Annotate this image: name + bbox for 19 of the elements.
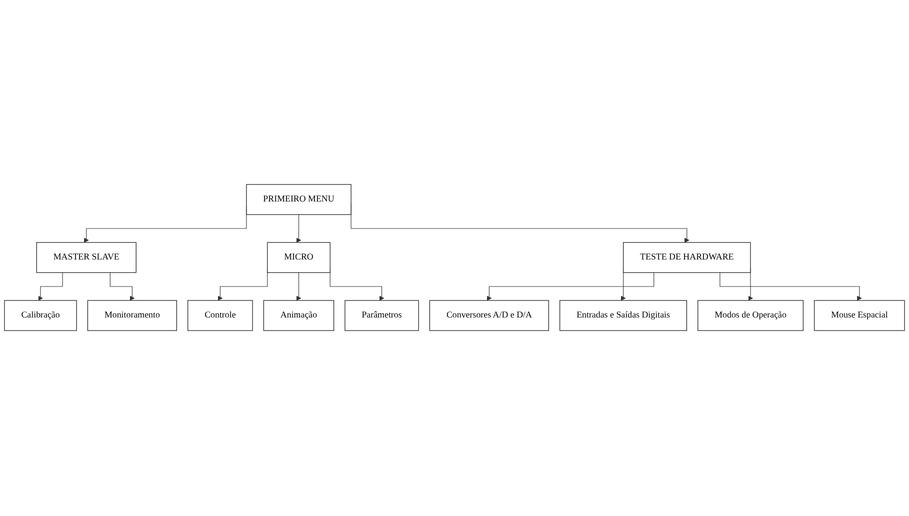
arrow [296,214,302,244]
node-box: Controle [188,300,253,332]
node-box: MASTER SLAVE [36,242,136,274]
node-box: Animação [263,300,334,332]
node-box: Calibração [4,300,77,332]
node-box: Modos de Operação [698,300,804,332]
node-box: MICRO [267,242,330,274]
node-box: Mouse Espacial [814,300,905,332]
arrow [296,272,302,302]
arrow [720,272,753,302]
node-box: Parâmetros [344,300,419,332]
arrow [110,272,135,302]
node-box: PRIMEIRO MENU [246,184,352,216]
arrow [38,272,63,302]
node-box: Monitoramento [87,300,177,332]
arrow [620,272,654,302]
node-box: Entradas e Saídas Digitais [560,300,687,332]
node-box: TESTE DE HARDWARE [623,242,751,274]
node-box: Conversores A/D e D/A [429,300,549,332]
